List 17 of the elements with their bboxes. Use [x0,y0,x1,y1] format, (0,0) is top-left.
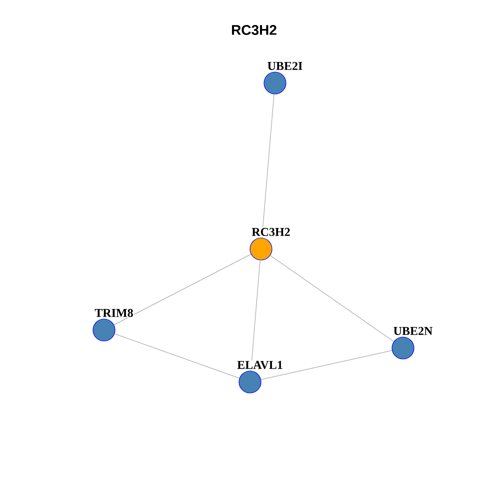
node-label: UBE2N [392,326,434,336]
node-label: RC3H2 [251,227,291,237]
edge-line [262,94,274,238]
node-circle [250,238,272,260]
node-circle [264,72,286,94]
edge-line [260,350,392,380]
edge-line [114,334,240,379]
title: RC3H2 [232,25,276,35]
edge-line [250,260,260,372]
node-circle [238,370,262,394]
edge-line [114,254,252,326]
edge-line [270,255,394,342]
node-circle [92,318,116,342]
node-label: TRIM8 [94,308,134,318]
node-circle [392,336,414,360]
node-label: ELAVL1 [236,360,284,370]
node-label: UBE2I [266,61,304,71]
